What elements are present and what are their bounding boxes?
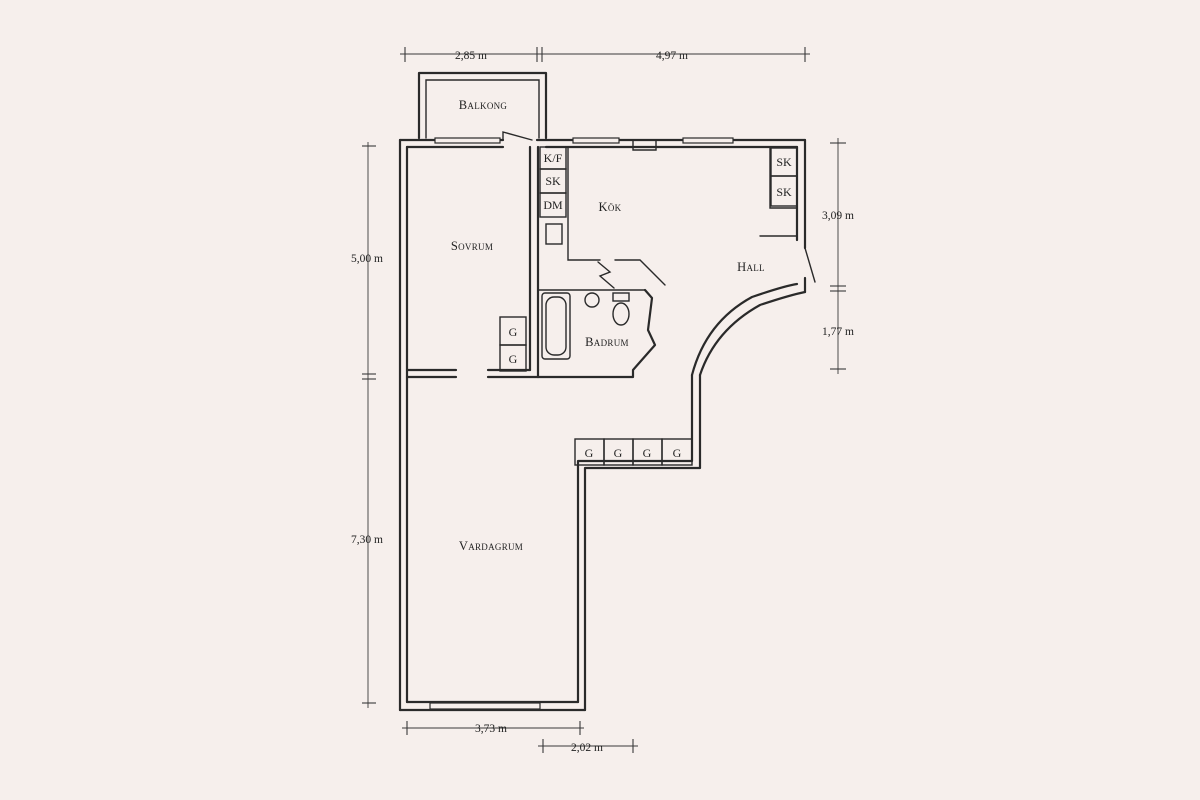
balcony-door: [502, 131, 533, 141]
room-badrum: Badrum: [585, 335, 629, 349]
living-wardrobes: G G G G: [574, 438, 693, 466]
fixture-g-living-2: G: [614, 446, 623, 460]
outer-walls: [398, 138, 816, 712]
hall-closets: SK SK: [770, 147, 798, 207]
fixture-sk-hall-1: SK: [776, 155, 792, 169]
toilet-tank: [612, 292, 630, 302]
fixture-g-living-3: G: [643, 446, 652, 460]
fixture-g-bedroom-2: G: [509, 352, 518, 366]
dimension-labels: 2,85 m 4,97 m 5,00 m 7,30 m 3,09 m 1,77 …: [351, 50, 854, 754]
windows: [429, 137, 734, 710]
fixture-dm: DM: [543, 198, 563, 212]
fixture-g-bedroom-1: G: [509, 325, 518, 339]
room-vardagrum: Vardagrum: [459, 539, 523, 553]
room-kok: Kök: [599, 200, 622, 214]
fixture-g-living-1: G: [585, 446, 594, 460]
dim-left-upper: 5,00 m: [351, 253, 383, 265]
balcony: [417, 71, 548, 140]
fixture-kf: K/F: [544, 151, 563, 165]
dim-left-lower: 7,30 m: [351, 534, 383, 546]
dim-bottom-left: 3,73 m: [475, 723, 507, 735]
kitchen-units: K/F SK DM: [539, 146, 567, 245]
dim-right-lower: 1,77 m: [822, 326, 854, 338]
toilet-bowl: [612, 302, 630, 326]
bathtub-basin: [545, 296, 567, 356]
interior-walls: [405, 145, 798, 379]
room-labels: Balkong Sovrum Kök Hall Badrum Vardagrum: [451, 98, 765, 553]
dim-top-right: 4,97 m: [656, 50, 688, 62]
bedroom-wardrobes: G G: [499, 316, 527, 372]
bathroom-fixtures: [541, 292, 630, 360]
room-balkong: Balkong: [459, 98, 508, 112]
dimension-lines: [362, 47, 846, 753]
dim-right-upper: 3,09 m: [822, 210, 854, 222]
dim-top-left: 2,85 m: [455, 50, 487, 62]
room-hall: Hall: [737, 260, 765, 274]
fixture-g-living-4: G: [673, 446, 682, 460]
room-sovrum: Sovrum: [451, 239, 493, 253]
dim-bottom-right: 2,02 m: [571, 742, 603, 754]
bathtub: [541, 292, 571, 360]
sink: [584, 292, 600, 308]
kitchen-sink: [545, 223, 563, 245]
fixture-sk-kitchen: SK: [545, 174, 561, 188]
fixture-sk-hall-2: SK: [776, 185, 792, 199]
